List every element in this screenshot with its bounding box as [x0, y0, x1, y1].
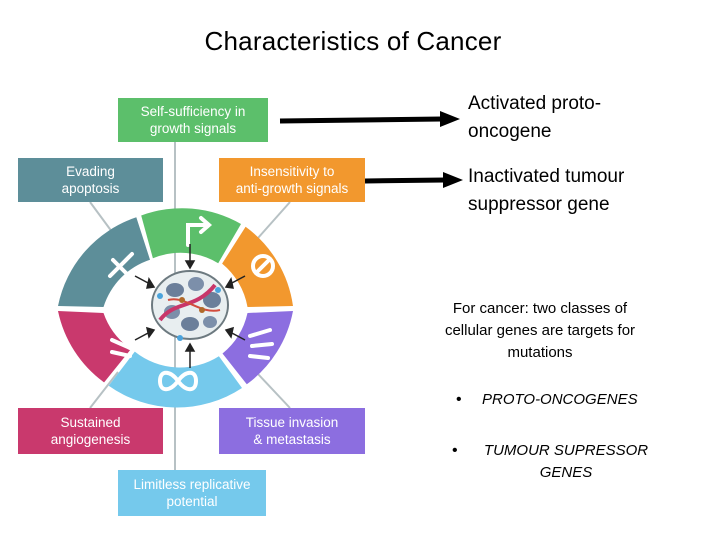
ring-segment-tissue-invasion [222, 311, 293, 385]
hallmark-label-line: apoptosis [61, 181, 120, 196]
arrow-to-suppressor [364, 177, 446, 184]
hallmark-insensitivity-box: Insensitivity to anti-growth signals [219, 158, 365, 202]
hallmark-label-line: potential [166, 494, 218, 509]
ring-segment-sustained [58, 311, 131, 383]
ring-segment-self-sufficiency [141, 208, 241, 264]
invasion-icon [248, 328, 274, 360]
slide-title: Characteristics of Cancer [204, 26, 502, 56]
hallmark-tissue-invasion-box: Tissue invasion & metastasis [219, 408, 365, 454]
hallmark-label-line: Self-sufficiency in [140, 104, 246, 119]
hallmark-ring [58, 208, 293, 408]
hallmark-label-line: & metastasis [253, 432, 331, 447]
growth-arrow-icon [186, 223, 208, 247]
inactivated-suppressor-label: Inactivated tumour suppressor gene [468, 163, 698, 219]
hallmark-sustained-angiogenesis-box: Sustained angiogenesis [18, 408, 163, 454]
hallmark-label-line: Limitless replicative [133, 477, 251, 492]
hallmark-limitless-replicative-box: Limitless replicative potential [118, 470, 266, 516]
ring-icons [108, 216, 275, 392]
arrow-to-oncogene [279, 116, 443, 124]
hallmark-label-line: Insensitivity to [249, 164, 335, 179]
hallmark-label-line: growth signals [149, 121, 237, 136]
label-line: Inactivated tumour [468, 166, 625, 187]
hallmark-evading-apoptosis-box: Evading apoptosis [18, 158, 163, 202]
hallmark-label-line: Tissue invasion [245, 415, 339, 430]
hallmark-label-line: angiogenesis [50, 432, 131, 447]
tumor-cells-illustration [151, 270, 229, 341]
bullet-dot: • [456, 391, 462, 408]
hallmark-self-sufficiency-box: Self-sufficiency in growth signals [118, 98, 268, 142]
hallmark-label-line: anti-growth signals [235, 181, 349, 196]
infinity-icon [157, 370, 199, 392]
label-line: suppressor gene [468, 194, 610, 215]
growth-arrow-head-icon [199, 216, 213, 234]
inward-arrows [134, 244, 246, 368]
ring-segment-evading [58, 217, 150, 307]
bullet-dot: • [452, 442, 458, 459]
no-entry-icon [251, 254, 275, 278]
activated-oncogene-label: Activated proto- oncogene [468, 90, 688, 146]
label-line: oncogene [468, 121, 552, 142]
bullet-text: TUMOUR SUPRESSOR GENES [483, 442, 649, 481]
dagger-icon [108, 252, 134, 278]
bullet-text: PROTO-ONCOGENES [482, 391, 638, 408]
ring-segment-insensitivity [222, 226, 293, 307]
label-line: Activated proto- [468, 93, 602, 114]
gene-classes-note: For cancer: two classes of cellular gene… [444, 300, 636, 361]
arrows-to-labels [279, 111, 463, 188]
hallmark-label-line: Sustained [60, 415, 121, 430]
hallmark-label-line: Evading [66, 164, 115, 179]
vessel-icon [110, 338, 132, 358]
